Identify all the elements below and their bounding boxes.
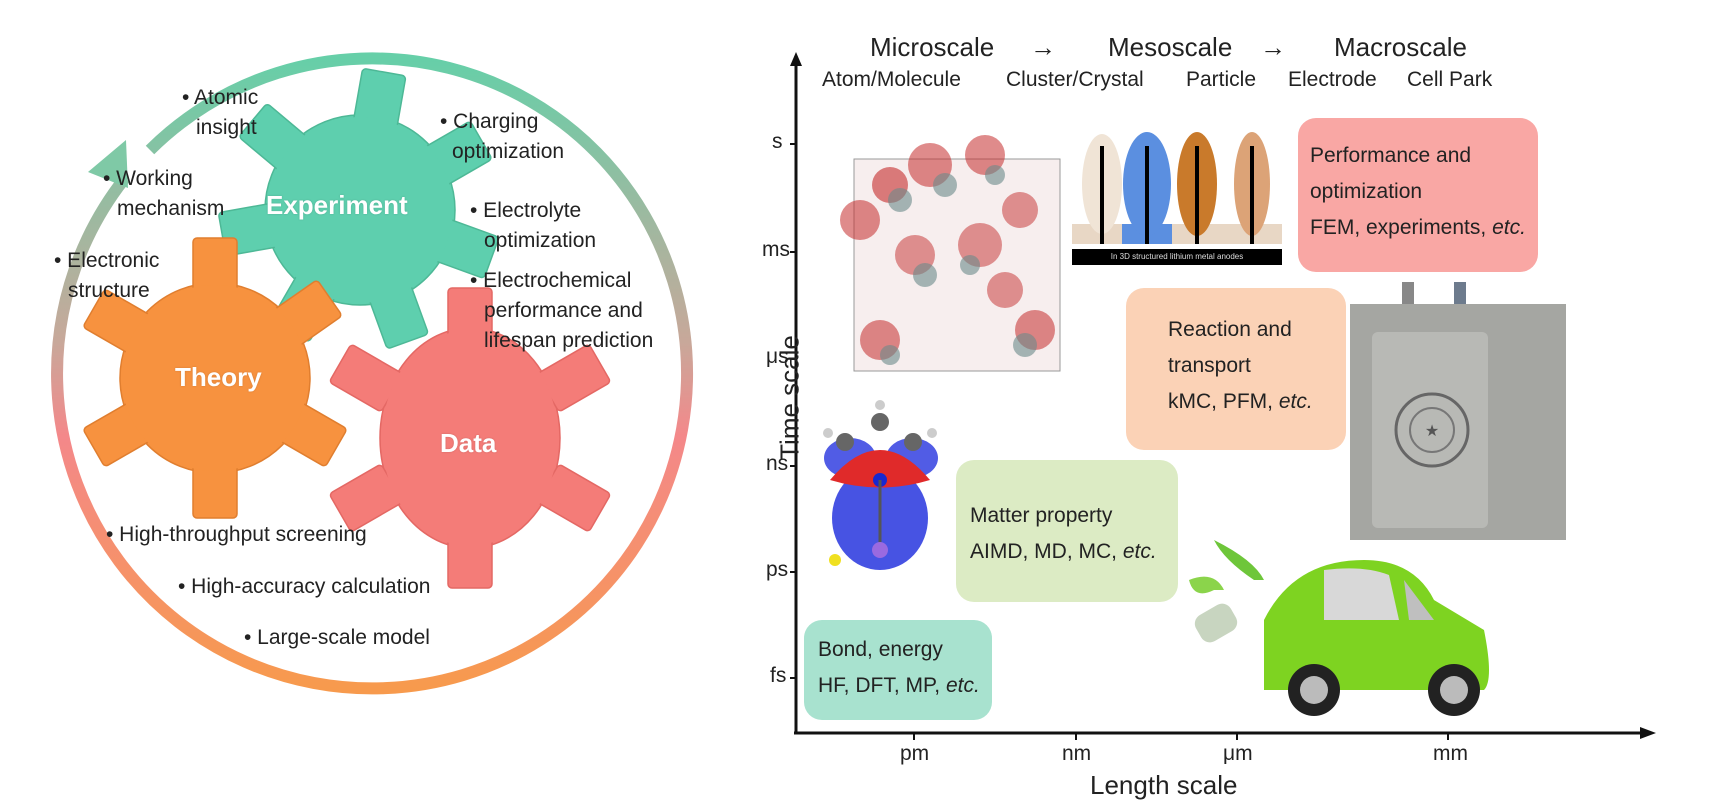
- right-panel: Microscale → Mesoscale → Macroscale Atom…: [740, 0, 1716, 810]
- box-line: Reaction and: [1168, 318, 1292, 341]
- bullet-line: structure: [68, 279, 150, 302]
- method-box-reaction-transport: Reaction and transport kMC, PFM, etc.: [1126, 288, 1346, 450]
- bullet-line: insight: [196, 116, 257, 139]
- box-line-text: kMC, PFM,: [1168, 390, 1279, 413]
- data-gear-label: Data: [440, 428, 497, 458]
- bullet-line: optimization: [452, 140, 565, 163]
- box-line-italic: etc.: [945, 674, 980, 697]
- theory-gear-label: Theory: [175, 362, 262, 392]
- y-tick-label-fs: fs: [770, 664, 787, 687]
- box-line: HF, DFT, MP, etc.: [818, 668, 980, 704]
- scale-mesoscale: Mesoscale: [1108, 32, 1233, 62]
- box-line: FEM, experiments, etc.: [1310, 210, 1526, 246]
- box-line: AIMD, MD, MC, etc.: [970, 534, 1164, 570]
- level-cell-park: Cell Park: [1407, 68, 1493, 91]
- dendrite-anode-image: In 3D structured lithium metal anodes: [1072, 124, 1282, 265]
- y-tick-label-s: s: [772, 130, 783, 153]
- experiment-gear-label: Experiment: [266, 190, 408, 220]
- box-line: optimization: [1310, 180, 1423, 203]
- x-tick-label-um: μm: [1223, 742, 1253, 765]
- bullet-large-scale: • Large-scale model: [244, 626, 430, 649]
- level-cluster-crystal: Cluster/Crystal: [1006, 68, 1144, 91]
- y-tick-label-ms: ms: [762, 238, 790, 261]
- molecular-orbital-image: [823, 400, 938, 570]
- dendrite-caption: In 3D structured lithium metal anodes: [1072, 249, 1282, 265]
- scale-header: Microscale → Mesoscale → Macroscale Atom…: [740, 32, 1716, 102]
- bullet-atomic-insight: • Atomic insight: [182, 83, 258, 143]
- y-tick-label-us: μs: [766, 345, 789, 368]
- box-line-italic: etc.: [1278, 390, 1313, 413]
- bullet-line: • Atomic: [182, 86, 259, 109]
- method-box-performance-optimization: Performance and optimization FEM, experi…: [1298, 118, 1538, 272]
- method-box-matter-property: Matter property AIMD, MD, MC, etc.: [956, 460, 1178, 602]
- scale-arrow-1: →: [1030, 32, 1056, 62]
- y-axis-arrowhead-icon: [790, 52, 802, 66]
- scale-microscale: Microscale: [870, 32, 995, 62]
- bullet-high-accuracy: • High-accuracy calculation: [178, 575, 431, 598]
- method-box-bond-energy: Bond, energy HF, DFT, MP, etc.: [804, 620, 992, 720]
- box-line: Bond, energy: [818, 638, 943, 661]
- molecular-dynamics-snapshot-image: [840, 135, 1061, 372]
- bullet-electrochemical-performance: • Electrochemical performance and lifesp…: [470, 266, 653, 356]
- bullet-electronic-structure: • Electronic structure: [54, 246, 159, 306]
- x-tick-label-mm: mm: [1433, 742, 1468, 765]
- bullet-line: • Electronic: [54, 249, 160, 272]
- cycle-arrowhead-icon: [88, 140, 128, 188]
- svg-text:★: ★: [1425, 421, 1439, 440]
- bullet-line: optimization: [484, 229, 597, 252]
- box-line: Matter property: [970, 504, 1113, 527]
- box-line: Performance and: [1310, 144, 1472, 167]
- cycle-ring: [51, 52, 694, 695]
- bullet-line: lifespan prediction: [484, 329, 654, 352]
- box-line-italic: etc.: [1492, 216, 1526, 239]
- bullet-line: performance and: [484, 299, 643, 322]
- box-line-text: HF, DFT, MP,: [818, 674, 946, 697]
- box-line-text: AIMD, MD, MC,: [970, 540, 1123, 563]
- bullet-line: • Working: [103, 167, 193, 190]
- bullet-line: • Electrochemical: [470, 269, 632, 292]
- pouch-cell-battery-image: ★: [1350, 282, 1566, 540]
- left-panel: Experiment Theory Data • Atomic insight …: [0, 0, 740, 810]
- bullet-line: mechanism: [117, 197, 225, 220]
- bullet-line: • Electrolyte: [470, 199, 582, 222]
- box-line-text: FEM, experiments,: [1310, 216, 1493, 239]
- axes: [790, 52, 1656, 740]
- box-line: transport: [1168, 354, 1251, 377]
- scale-macroscale: Macroscale: [1334, 32, 1467, 62]
- box-line: kMC, PFM, etc.: [1168, 384, 1332, 420]
- y-tick-label-ps: ps: [766, 558, 789, 581]
- bullet-high-throughput: • High-throughput screening: [106, 523, 367, 546]
- bullet-electrolyte-optimization: • Electrolyte optimization: [470, 196, 596, 256]
- bullet-line: • Charging: [440, 110, 539, 133]
- data-gear-icon: [329, 287, 611, 589]
- bullet-working-mechanism: • Working mechanism: [103, 164, 224, 224]
- level-electrode: Electrode: [1288, 68, 1377, 91]
- box-line-italic: etc.: [1122, 540, 1157, 563]
- scale-arrow-2: →: [1260, 32, 1286, 62]
- x-tick-label-nm: nm: [1062, 742, 1092, 765]
- x-axis-arrowhead-icon: [1640, 727, 1656, 739]
- theory-gear-icon: [83, 237, 347, 519]
- level-atom-molecule: Atom/Molecule: [822, 68, 961, 91]
- dendrite-illustration: [1072, 132, 1282, 244]
- level-particle: Particle: [1186, 68, 1257, 91]
- bullet-charging-optimization: • Charging optimization: [440, 107, 564, 167]
- x-tick-label-pm: pm: [900, 742, 930, 765]
- x-axis-label: Length scale: [1090, 770, 1238, 800]
- research-cycle-diagram: [51, 52, 694, 695]
- y-tick-label-ns: ns: [766, 452, 789, 475]
- electric-car-image: [1189, 540, 1489, 716]
